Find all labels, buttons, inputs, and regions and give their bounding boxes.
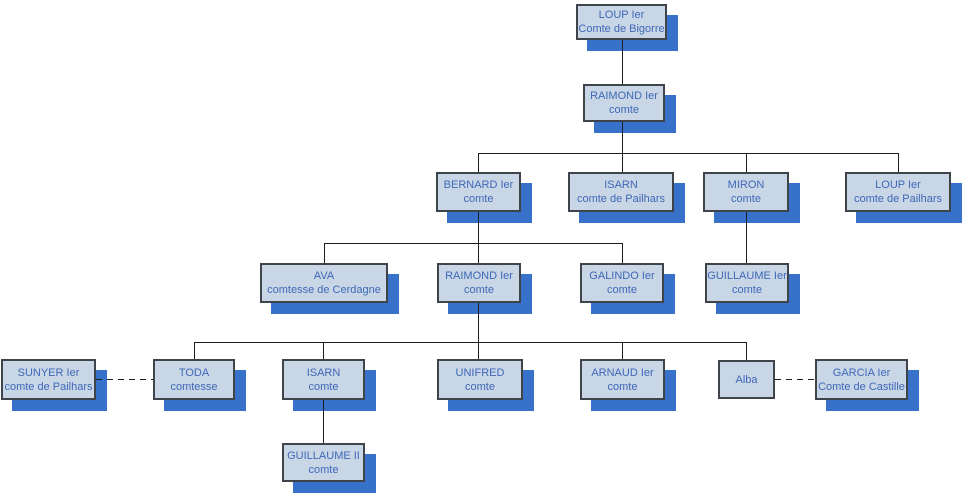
node-name: ISARN — [306, 366, 341, 379]
node-name: SUNYER Ier — [17, 366, 80, 379]
node-title: comte — [731, 193, 761, 205]
node-name: ISARN — [604, 179, 638, 191]
node-name: BERNARD Ier — [443, 179, 514, 191]
tree-node-sunyer-1er-pailhars[interactable]: SUNYER Ier comte de Pailhars — [1, 359, 96, 400]
node-title: Comte de Castille — [818, 380, 905, 393]
connector-line — [622, 243, 623, 263]
tree-node-garcia-1er-castille[interactable]: GARCIA Ier Comte de Castille — [815, 359, 908, 400]
tree-node-ava-cerdagne[interactable]: AVA comtesse de Cerdagne — [260, 263, 388, 303]
tree-node-miron[interactable]: MIRON comte — [703, 172, 789, 212]
node-title: comte — [607, 380, 638, 393]
connector-line — [898, 153, 899, 172]
tree-node-guillaume-1er[interactable]: GUILLAUME Ier comte — [705, 263, 789, 303]
node-name: LOUP Ier — [875, 179, 921, 191]
connector-line — [478, 153, 899, 154]
tree-node-arnaud-1er[interactable]: ARNAUD Ier comte — [580, 359, 665, 400]
marriage-dashed-line — [775, 379, 815, 380]
tree-node-galindo-1er[interactable]: GALINDO Ier comte — [580, 263, 664, 303]
node-name: RAIMOND Ier — [445, 270, 513, 282]
node-name: ARNAUD Ier — [591, 366, 654, 379]
connector-line — [194, 342, 195, 359]
connector-line — [324, 243, 325, 263]
node-name: LOUP Ier — [598, 9, 645, 21]
node-name: TODA — [178, 366, 210, 379]
tree-node-raimond-1er-comte[interactable]: RAIMOND Ier comte — [583, 84, 665, 122]
connector-line — [478, 153, 479, 172]
tree-node-loup-1er-pailhars[interactable]: LOUP Ier comte de Pailhars — [845, 172, 951, 212]
marriage-dashed-line — [96, 379, 153, 380]
node-title: comte — [464, 284, 494, 296]
tree-node-bernard-1er[interactable]: BERNARD Ier comte — [436, 172, 521, 212]
tree-node-raimond-1er-fils[interactable]: RAIMOND Ier comte — [437, 263, 521, 303]
tree-node-toda-comtesse[interactable]: TODA comtesse — [153, 359, 235, 400]
node-name: AVA — [313, 270, 335, 282]
tree-node-alba[interactable]: Alba — [718, 360, 775, 399]
node-title: comte — [308, 380, 339, 393]
connector-line — [323, 342, 324, 359]
node-title: comte — [308, 463, 339, 476]
tree-node-loup-1er-bigorre[interactable]: LOUP Ier Comte de Bigorre — [576, 4, 667, 40]
node-name: RAIMOND Ier — [590, 90, 658, 102]
connector-line — [622, 342, 623, 359]
node-title: comtesse de Cerdagne — [267, 284, 381, 296]
connector-line — [194, 342, 746, 343]
tree-node-guillaume-2[interactable]: GUILLAUME II comte — [282, 443, 365, 482]
connector-line — [622, 40, 623, 84]
node-title: comte — [607, 284, 637, 296]
node-name: UNIFRED — [455, 366, 505, 379]
node-title: comte de Pailhars — [853, 193, 943, 205]
connector-line — [323, 400, 324, 443]
node-title: comte — [732, 284, 762, 296]
connector-line — [478, 212, 479, 263]
node-name: GARCIA Ier — [832, 366, 891, 379]
node-title: comte — [609, 104, 639, 116]
node-title: comte de Pailhars — [4, 380, 93, 393]
tree-node-isarn-comte[interactable]: ISARN comte — [282, 359, 365, 400]
connector-line — [324, 243, 622, 244]
tree-node-unifred[interactable]: UNIFRED comte — [437, 359, 523, 400]
node-title: Comte de Bigorre — [578, 23, 665, 35]
node-title: comte — [465, 380, 495, 393]
connector-line — [746, 212, 747, 263]
node-title: comte — [463, 193, 494, 205]
node-name: GUILLAUME Ier — [707, 270, 787, 282]
tree-node-isarn-pailhars[interactable]: ISARN comte de Pailhars — [568, 172, 674, 212]
node-name: GUILLAUME II — [287, 449, 360, 462]
connector-line — [746, 153, 747, 172]
connector-line — [746, 342, 747, 360]
node-name: MIRON — [727, 179, 765, 191]
node-name: Alba — [735, 373, 758, 386]
connector-line — [622, 122, 623, 172]
node-name: GALINDO Ier — [589, 270, 655, 282]
connector-line — [478, 303, 479, 359]
node-title: comtesse — [170, 380, 218, 393]
node-title: comte de Pailhars — [576, 193, 666, 205]
